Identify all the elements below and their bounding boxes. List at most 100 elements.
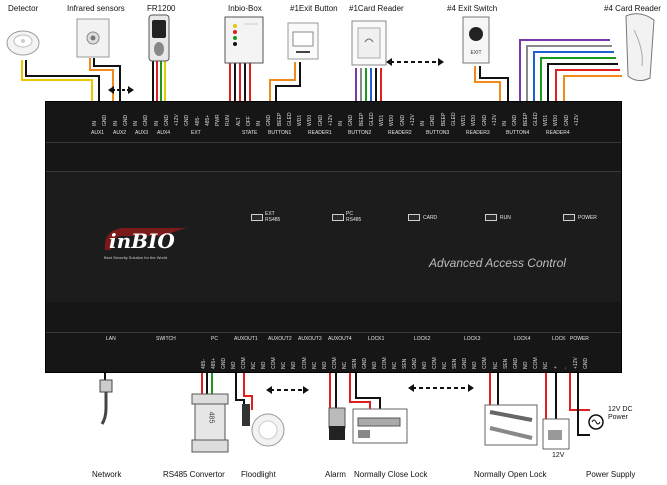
- terminal-group-label: AUX3: [135, 130, 149, 136]
- terminal-label: PWR: [215, 114, 222, 126]
- terminal-group-label: AUXOUT4: [328, 336, 352, 342]
- lock-power-icon: [542, 418, 570, 450]
- terminal-group-label: AUX1: [91, 130, 105, 136]
- terminal-label: NO: [472, 361, 479, 370]
- no-lock-label: Normally Open Lock: [474, 470, 547, 479]
- inbio-box-label: Inbio-Box: [228, 4, 262, 13]
- terminal-label: 485-: [201, 358, 207, 369]
- terminal-label: BEEP: [276, 112, 283, 126]
- terminal-label: WD0: [471, 114, 478, 126]
- terminal-label: GND: [317, 114, 324, 126]
- terminal-label: NC: [392, 361, 398, 369]
- ext-rs485-led: [251, 214, 263, 221]
- lock-12v-label: 12V: [552, 452, 565, 459]
- inbio-box-icon: [224, 16, 264, 64]
- terminal-label: GND: [512, 357, 519, 369]
- terminal-group-label: EXT: [191, 130, 201, 136]
- terminal-label: GND: [430, 114, 437, 126]
- terminal-label: GND: [102, 114, 109, 126]
- terminal-label: IN: [502, 121, 509, 126]
- terminal-group-label: PC: [211, 336, 218, 342]
- card-reader4-icon: [620, 12, 660, 84]
- terminal-label: GLED: [532, 112, 539, 126]
- terminal-label: +12V: [409, 114, 416, 126]
- terminal-label: +12V: [174, 114, 181, 126]
- terminal-label: SEN: [402, 358, 409, 369]
- infrared-label: Infrared sensors: [67, 4, 125, 13]
- terminal-group-label: BUTTON2: [348, 130, 372, 136]
- alarm-label: Alarm: [325, 470, 346, 479]
- terminal-label: SEN: [351, 358, 358, 369]
- terminal-group-label: BUTTON4: [506, 130, 530, 136]
- rs485-chip-label: 485: [207, 411, 215, 424]
- floodlight-icon: [240, 400, 286, 454]
- terminal-label: NC: [442, 361, 449, 369]
- terminal-label: NO: [422, 361, 429, 370]
- ext-rs485-label: EXT RS485: [265, 211, 281, 223]
- terminal-group-label: AUXOUT3: [298, 336, 322, 342]
- terminal-label: NC: [311, 361, 318, 369]
- terminal-label: IN: [92, 121, 98, 126]
- run-led: [485, 214, 497, 221]
- terminal-label: IN: [133, 121, 140, 126]
- terminal-label: +12V: [327, 114, 334, 126]
- terminal-label: WD1: [379, 114, 386, 126]
- terminal-label: GND: [348, 114, 355, 126]
- detector-label: Detector: [8, 4, 39, 13]
- terminal-group-label: AUX2: [113, 130, 127, 136]
- terminal-label: NC: [251, 361, 258, 369]
- terminal-label: IN: [420, 121, 427, 126]
- pc-rs485-label: PC RS485: [346, 211, 362, 223]
- terminal-label: GND: [361, 357, 368, 369]
- terminal-label: ALT: [235, 117, 242, 126]
- power-led: [563, 214, 575, 221]
- power-supply-label: Power Supply: [586, 470, 636, 479]
- terminal-label: NO: [291, 361, 298, 370]
- terminal-label: BEEP: [522, 112, 529, 126]
- terminal-label: NO: [371, 361, 378, 370]
- terminal-label: NC: [341, 361, 348, 369]
- pc-rs485-led: [332, 214, 344, 221]
- terminal-label: GND: [412, 357, 419, 369]
- terminal-label: COM: [381, 357, 388, 369]
- terminal-label: WD1: [297, 114, 304, 126]
- terminal-label: GND: [399, 114, 406, 126]
- card-label: CARD: [423, 215, 438, 221]
- nc-lock-label: Normally Close Lock: [354, 470, 428, 479]
- terminal-group-label: LOCK2: [414, 336, 431, 342]
- terminal-label: NC: [492, 361, 499, 369]
- exit-button-icon: [287, 22, 319, 60]
- rs485-converter-icon: 485: [190, 392, 230, 454]
- terminal-label: -: [562, 367, 569, 369]
- terminal-group-label: SWITCH: [156, 336, 176, 342]
- terminal-label: SEN: [452, 358, 459, 369]
- terminal-label: GND: [163, 114, 170, 126]
- terminal-label: NO: [261, 361, 268, 370]
- exit-button-label: #1Exit Button: [290, 4, 338, 13]
- terminal-label: OFF: [245, 116, 252, 126]
- infrared-sensor-icon: [76, 18, 110, 58]
- terminal-label: +: [552, 366, 559, 369]
- terminal-group-label: STATE: [242, 130, 258, 136]
- terminal-label: NC: [542, 361, 549, 369]
- card-reader1-label: #1Card Reader: [349, 4, 404, 13]
- fr1200-label: FR1200: [147, 4, 176, 13]
- dc-power-label: 12V DC Power: [608, 406, 633, 421]
- terminal-label: GND: [512, 114, 519, 126]
- terminal-group-label: READER1: [308, 130, 332, 136]
- terminal-label: GND: [462, 357, 469, 369]
- inbio-logo: inBIO: [101, 226, 193, 259]
- terminal-label: SEN: [502, 358, 509, 369]
- terminal-group-label: LOCK4: [514, 336, 531, 342]
- terminal-group-label: LOCK1: [368, 336, 385, 342]
- terminal-group-label: AUXOUT2: [268, 336, 292, 342]
- network-label: Network: [92, 470, 122, 479]
- terminal-label: GND: [221, 357, 228, 369]
- terminal-label: GND: [266, 114, 273, 126]
- terminal-label: GND: [184, 114, 191, 126]
- terminal-group-label: BUTTON1: [268, 130, 292, 136]
- terminal-label: 485-: [194, 115, 201, 126]
- terminal-group-label: BUTTON3: [426, 130, 450, 136]
